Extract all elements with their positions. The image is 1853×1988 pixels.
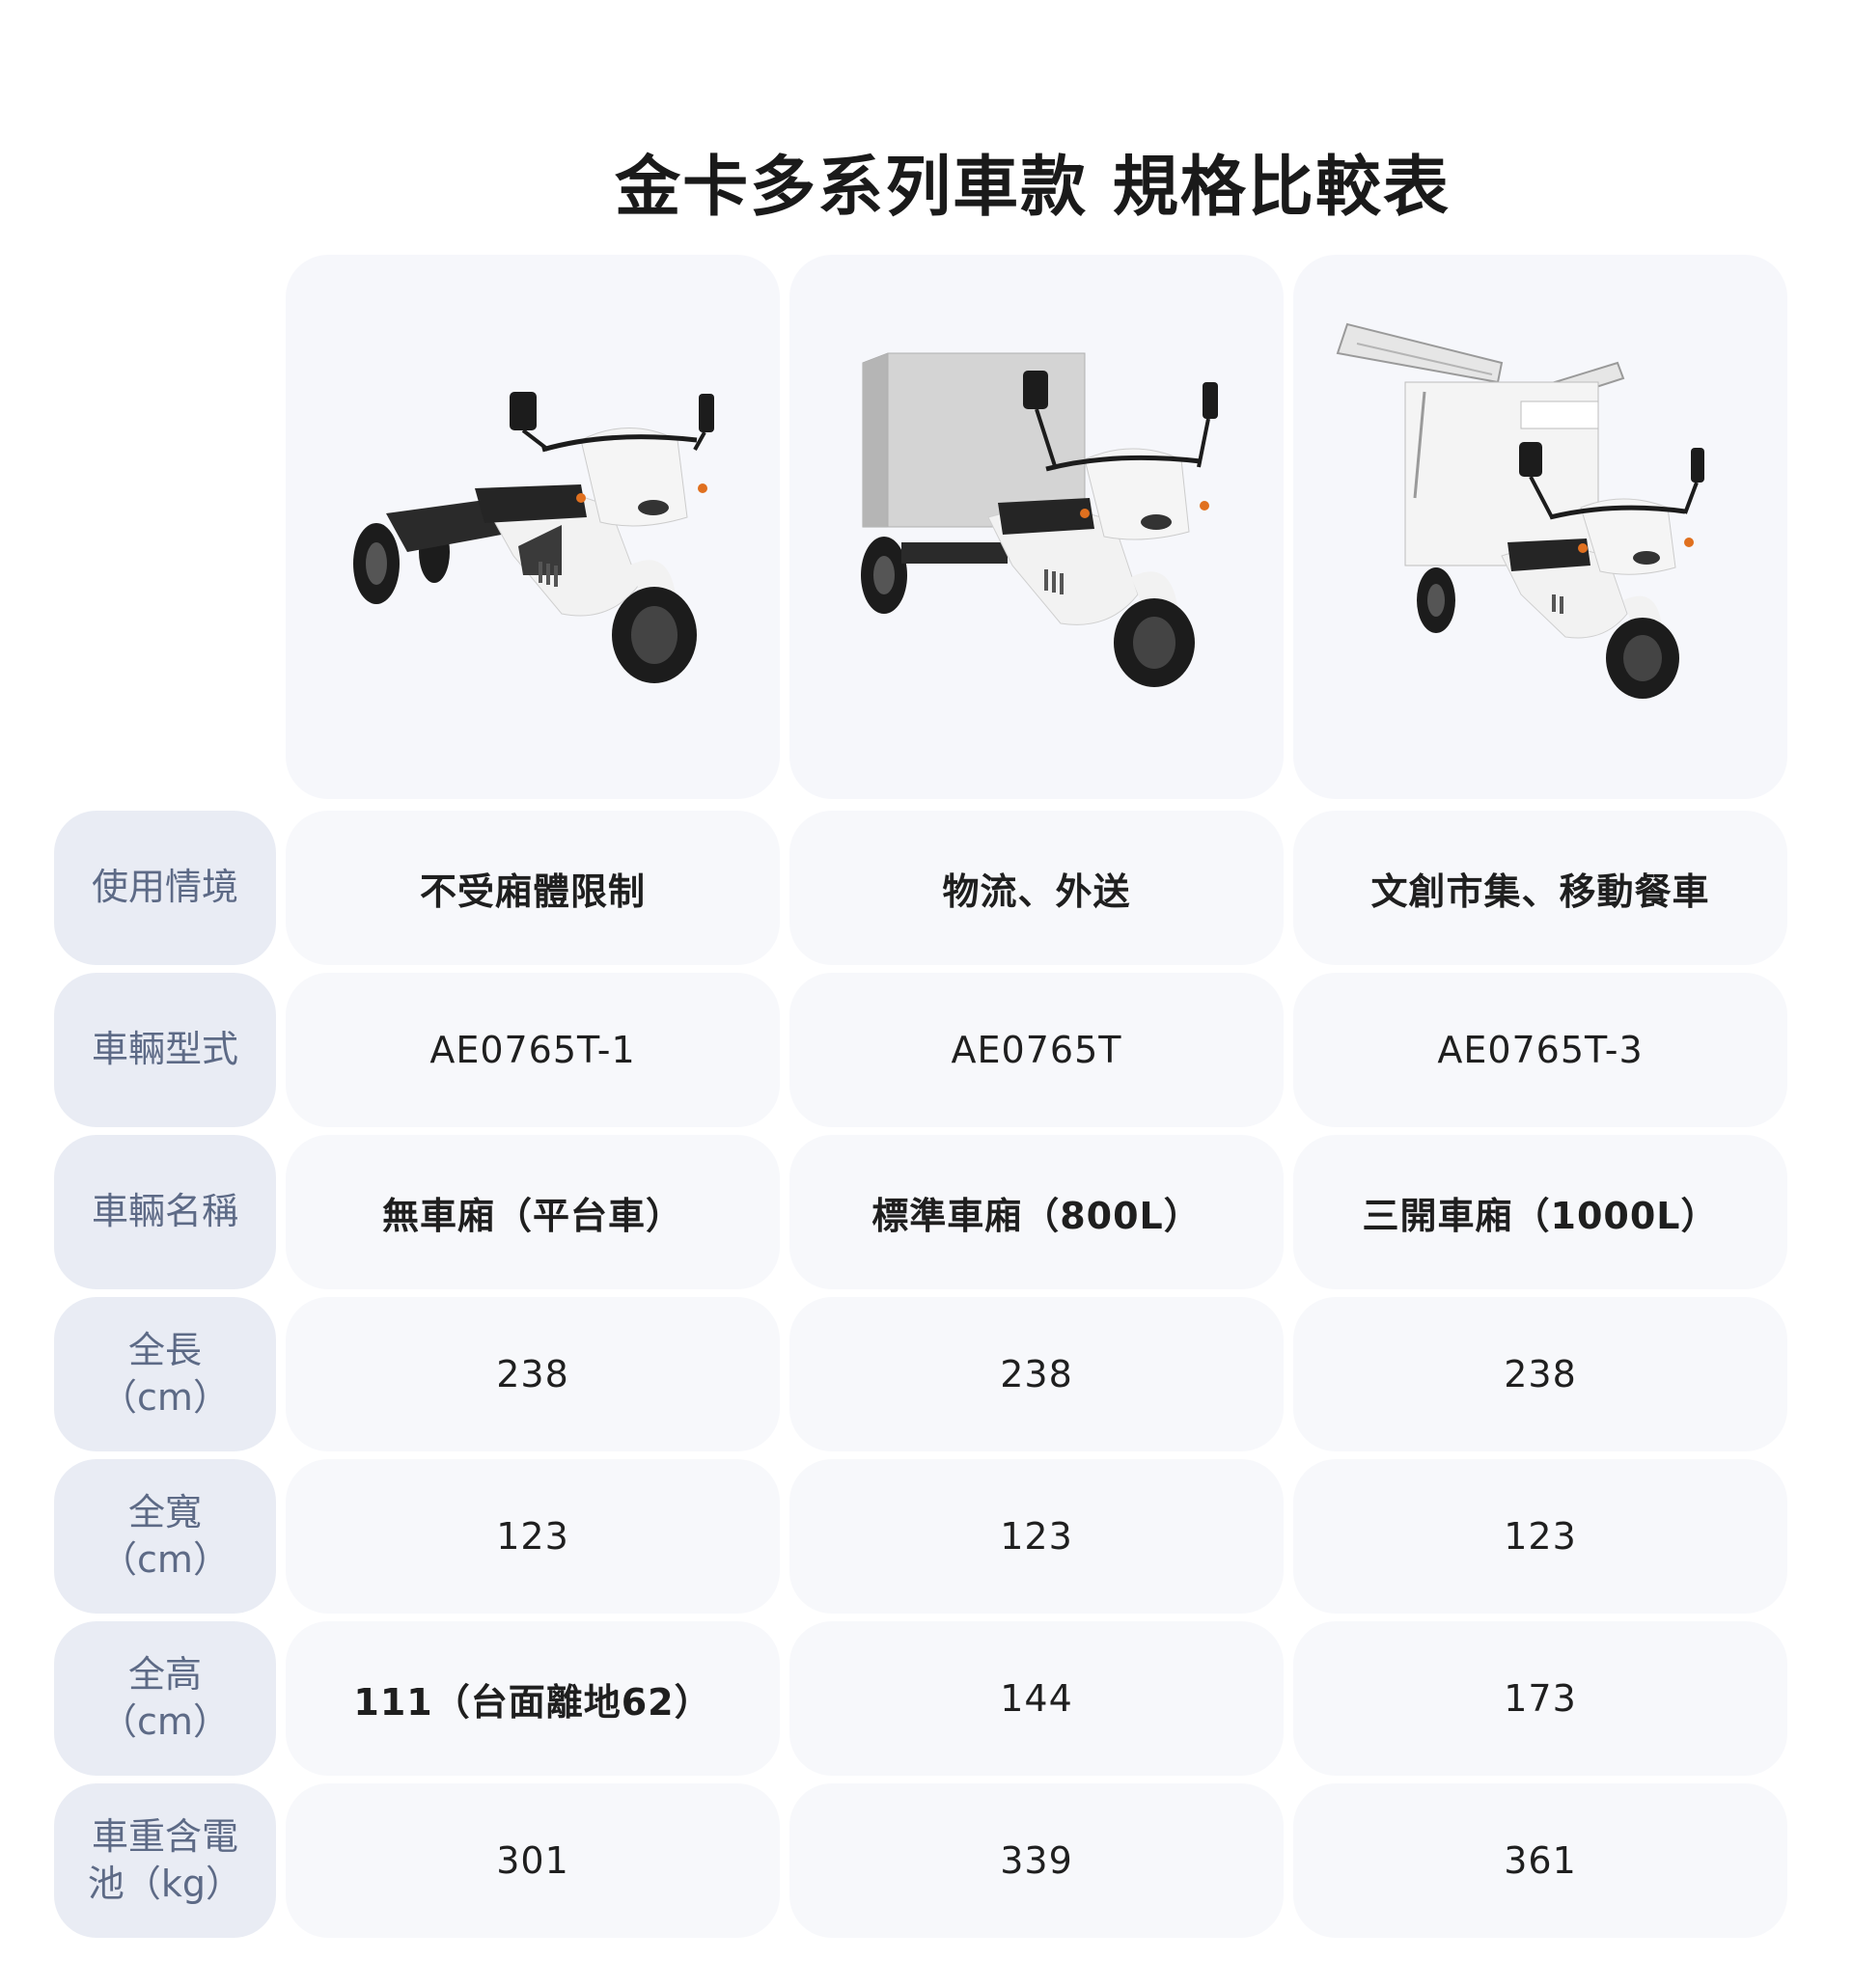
value-text: 123 xyxy=(496,1515,569,1558)
row-label-text: 全高（cm） xyxy=(100,1652,230,1743)
value-name-2: 標準車廂（800L） xyxy=(789,1135,1284,1289)
value-weight-1: 301 xyxy=(286,1783,780,1938)
row-label-width: 全寬（cm） xyxy=(54,1459,276,1614)
value-text: 無車廂（平台車） xyxy=(381,1194,683,1237)
value-text: 三開車廂（1000L） xyxy=(1362,1194,1719,1237)
value-text: 238 xyxy=(1504,1353,1577,1395)
row-label-weight: 車重含電池（kg） xyxy=(54,1783,276,1938)
value-length-1: 238 xyxy=(286,1297,780,1451)
value-usage-3: 文創市集、移動餐車 xyxy=(1293,811,1787,965)
value-text: 標準車廂（800L） xyxy=(871,1194,1202,1237)
value-text: 238 xyxy=(1000,1353,1073,1395)
row-label-text: 車重含電池（kg） xyxy=(87,1814,243,1905)
row-label-text: 全長（cm） xyxy=(100,1328,230,1419)
value-model-2: AE0765T xyxy=(789,973,1284,1127)
value-text: 361 xyxy=(1504,1839,1577,1882)
vehicle-image-cell-1 xyxy=(286,255,780,799)
value-width-1: 123 xyxy=(286,1459,780,1614)
value-name-3: 三開車廂（1000L） xyxy=(1293,1135,1787,1289)
value-height-1: 111（台面離地62） xyxy=(286,1621,780,1776)
box-tricycle-image xyxy=(861,352,1218,687)
value-text: 不受廂體限制 xyxy=(419,870,646,913)
value-text: AE0765T-1 xyxy=(429,1029,636,1071)
row-label-text: 使用情境 xyxy=(91,866,238,909)
value-width-3: 123 xyxy=(1293,1459,1787,1614)
flatbed-tricycle-image xyxy=(353,392,714,683)
value-text: 173 xyxy=(1504,1677,1577,1720)
value-usage-1: 不受廂體限制 xyxy=(286,811,780,965)
value-width-2: 123 xyxy=(789,1459,1284,1614)
value-text: 111（台面離地62） xyxy=(353,1680,712,1724)
row-label-model: 車輛型式 xyxy=(54,973,276,1127)
value-text: 文創市集、移動餐車 xyxy=(1370,870,1710,913)
value-text: 339 xyxy=(1000,1839,1073,1882)
value-text: AE0765T-3 xyxy=(1437,1029,1644,1071)
value-text: AE0765T xyxy=(951,1029,1122,1071)
value-model-3: AE0765T-3 xyxy=(1293,973,1787,1127)
row-label-height: 全高（cm） xyxy=(54,1621,276,1776)
value-text: 123 xyxy=(1000,1515,1073,1558)
row-label-text: 車輛型式 xyxy=(91,1028,238,1071)
row-label-text: 車輛名稱 xyxy=(91,1190,238,1233)
value-height-3: 173 xyxy=(1293,1621,1787,1776)
value-weight-2: 339 xyxy=(789,1783,1284,1938)
page-title: 金卡多系列車款 規格比較表 xyxy=(615,149,1451,226)
value-length-3: 238 xyxy=(1293,1297,1787,1451)
vehicle-image-cell-2 xyxy=(789,255,1284,799)
value-height-2: 144 xyxy=(789,1621,1284,1776)
value-weight-3: 361 xyxy=(1293,1783,1787,1938)
value-model-1: AE0765T-1 xyxy=(286,973,780,1127)
row-label-usage: 使用情境 xyxy=(54,811,276,965)
row-label-name: 車輛名稱 xyxy=(54,1135,276,1289)
value-text: 物流、外送 xyxy=(942,870,1131,913)
value-text: 144 xyxy=(1000,1677,1073,1720)
value-text: 301 xyxy=(496,1839,569,1882)
row-label-text: 全寬（cm） xyxy=(100,1490,230,1581)
row-label-length: 全長（cm） xyxy=(54,1297,276,1451)
value-name-1: 無車廂（平台車） xyxy=(286,1135,780,1289)
value-text: 238 xyxy=(496,1353,569,1395)
value-usage-2: 物流、外送 xyxy=(789,811,1284,965)
vehicle-image-cell-3 xyxy=(1293,255,1787,799)
value-text: 123 xyxy=(1504,1515,1577,1558)
open-box-tricycle-image xyxy=(1336,322,1704,699)
value-length-2: 238 xyxy=(789,1297,1284,1451)
